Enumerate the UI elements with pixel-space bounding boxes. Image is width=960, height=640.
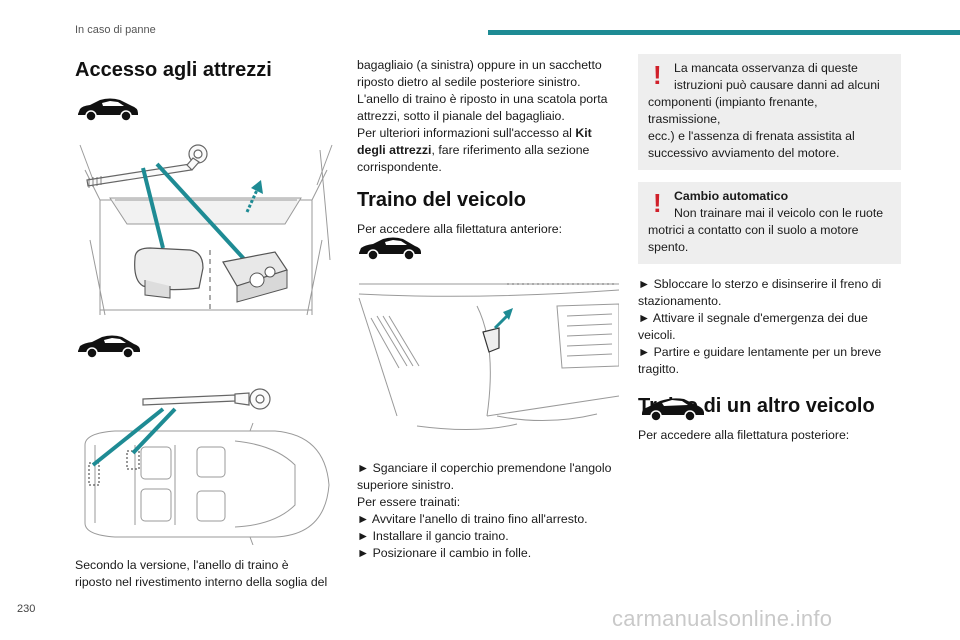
text-line: Per ulteriori informazioni sull'accesso … (357, 125, 627, 142)
text-line: tragitto. (638, 362, 680, 376)
car-silhouette-icon (640, 397, 706, 421)
link-tool-kit: degli attrezzi (357, 143, 432, 157)
caption-line: riposto nel rivestimento interno della s… (75, 575, 328, 589)
step-screw-ring: ► Avvitare l'anello di traino fino all'a… (357, 512, 588, 526)
step-neutral-gear: ► Posizionare il cambio in folle. (357, 546, 532, 560)
trunk-tool-illustration (75, 140, 337, 320)
text-span: , fare riferimento alla sezione (431, 143, 590, 157)
link-kit: Kit (575, 126, 592, 140)
watermark: carmanualsonline.info (612, 606, 833, 631)
warning-title: Cambio automatico (674, 189, 789, 203)
step-install-hook: ► Installare il gancio traino. (357, 529, 509, 543)
intro-rear: Per accedere alla filettatura posteriore… (638, 428, 850, 442)
warning-text: successivo avviamento del motore. (648, 146, 840, 160)
warning-text: istruzioni può causare danni ad alcuni (674, 78, 880, 92)
warning-text: motrici a contatto con il suolo a motore (648, 223, 859, 237)
page-number: 230 (17, 603, 36, 615)
car-silhouette-icon (76, 334, 142, 358)
warning-text: componenti (impianto frenante, trasmissi… (648, 95, 818, 126)
text-line: degli attrezzi, fare riferimento alla se… (357, 142, 627, 159)
step-drive-slowly: ► Partire e guidare lentamente per un br… (638, 345, 882, 359)
towed-label: Per essere trainati: (357, 495, 461, 509)
car-top-view-illustration (75, 385, 337, 545)
text-line: veicoli. (638, 328, 676, 342)
text-line: riposto dietro al sedile posteriore sini… (357, 75, 581, 89)
towing-steps: ► Sbloccare lo sterzo e disinserire il f… (638, 276, 901, 378)
running-header: In caso di panne (75, 24, 156, 36)
text-line: L'anello di traino è riposto in una scat… (357, 92, 608, 106)
warning-exclamation-icon: ! (653, 60, 662, 90)
warning-box-damage: ! La mancata osservanza di queste istruz… (638, 54, 901, 170)
text-line: superiore sinistro. (357, 478, 455, 492)
warning-text: ecc.) e l'assenza di frenata assistita a… (648, 129, 855, 143)
car-silhouette-icon (76, 97, 140, 121)
section-title-access-tools: Accesso agli attrezzi (75, 59, 272, 81)
warning-text: Non trainare mai il veicolo con le ruote (674, 206, 884, 220)
warning-text: spento. (648, 240, 689, 254)
step-unlock-steering: ► Sbloccare lo sterzo e disinserire il f… (638, 277, 882, 291)
front-bumper-illustration (357, 276, 619, 436)
warning-box-automatic: ! Cambio automatico Non trainare mai il … (638, 182, 901, 264)
intro-front: Per accedere alla filettatura anteriore: (357, 222, 563, 236)
column-2: bagagliaio (a sinistra) oppure in un sac… (357, 57, 627, 238)
column-1-caption: Secondo la versione, l'anello di traino … (75, 557, 345, 591)
column-1: Accesso agli attrezzi (75, 58, 345, 82)
warning-text: La mancata osservanza di queste (674, 61, 858, 75)
step-unhook-cover: ► Sganciare il coperchio premendone l'an… (357, 461, 612, 475)
car-silhouette-icon (357, 236, 423, 260)
text-line: attrezzi, sotto il pianale del bagagliai… (357, 109, 565, 123)
text-line: stazionamento. (638, 294, 722, 308)
caption-line: Secondo la versione, l'anello di traino … (75, 558, 289, 572)
text-line: corrispondente. (357, 160, 442, 174)
step-hazard-lights: ► Attivare il segnale d'emergenza dei du… (638, 311, 868, 325)
header-accent-bar (488, 30, 960, 35)
section-title-towing: Traino del veicolo (357, 189, 526, 211)
column-3: ! La mancata osservanza di queste istruz… (638, 54, 901, 444)
text-line: bagagliaio (a sinistra) oppure in un sac… (357, 58, 602, 72)
warning-exclamation-icon: ! (653, 188, 662, 218)
text-span: Per ulteriori informazioni sull'accesso … (357, 126, 576, 140)
column-2-steps: ► Sganciare il coperchio premendone l'an… (357, 460, 627, 562)
